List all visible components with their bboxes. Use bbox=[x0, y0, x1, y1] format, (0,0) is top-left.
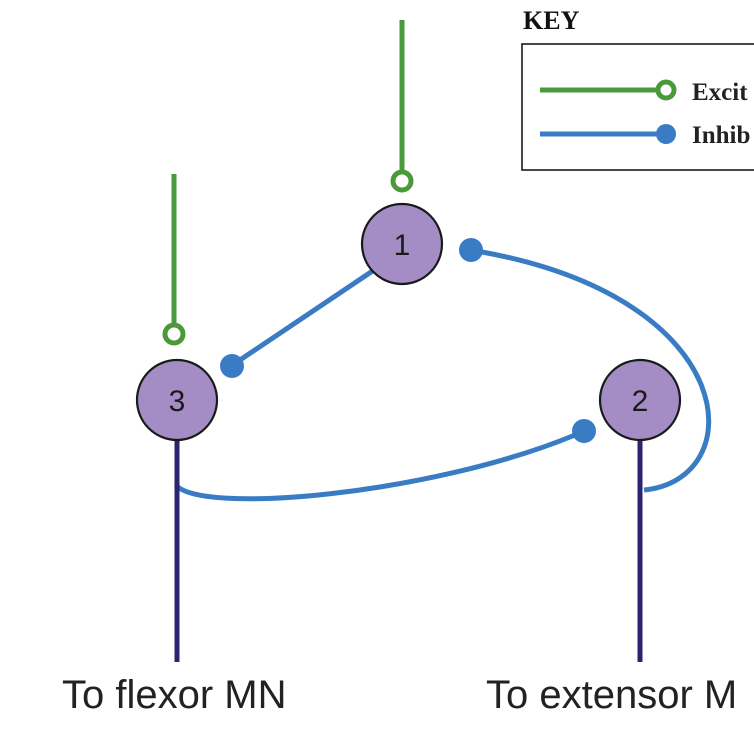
neuron-3: 3 bbox=[135, 358, 219, 442]
neuron-2-label: 2 bbox=[632, 385, 649, 418]
excitatory-input-neuron-1 bbox=[390, 20, 414, 193]
inhibitory-connection-3-to-2 bbox=[174, 419, 596, 502]
neuron-3-label: 3 bbox=[169, 385, 186, 418]
inhibitory-connection-2-to-1 bbox=[459, 238, 712, 493]
key-excitatory-symbol bbox=[540, 79, 677, 101]
key-excitatory-label: Excit bbox=[692, 79, 748, 106]
inhibitory-connection-1-to-3 bbox=[220, 267, 376, 378]
excitatory-input-neuron-3 bbox=[162, 174, 186, 346]
key-inhibitory-symbol bbox=[540, 124, 676, 144]
key-box bbox=[521, 43, 754, 171]
neuron-1-label: 1 bbox=[394, 229, 411, 262]
flexor-output-label: To flexor MN bbox=[62, 673, 287, 717]
extensor-output-label: To extensor M bbox=[486, 673, 737, 717]
key-inhibitory-label: Inhib bbox=[692, 122, 750, 149]
neuron-1: 1 bbox=[360, 202, 444, 286]
neuron-2: 2 bbox=[598, 358, 682, 442]
key-title: KEY bbox=[523, 6, 580, 35]
